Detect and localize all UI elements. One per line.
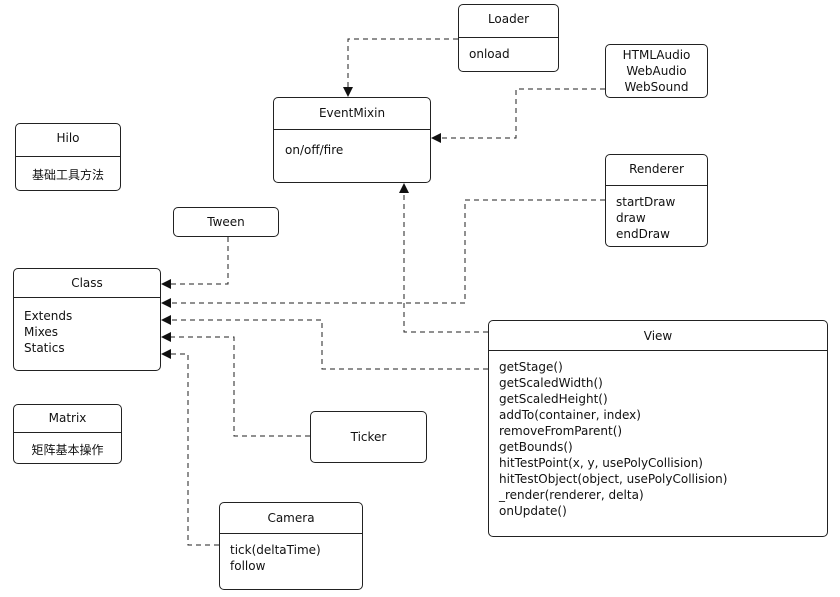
class-node[interactable]: Class Extends Mixes Statics <box>13 268 161 371</box>
renderer-title: Renderer <box>606 155 707 186</box>
matrix-title: Matrix <box>14 405 121 433</box>
edge-loader-eventmixin <box>343 38 458 97</box>
camera-member: tick(deltaTime) <box>230 543 321 557</box>
edge-htmlaudio-eventmixin <box>431 88 605 143</box>
view-member: onUpdate() <box>499 504 567 518</box>
ticker-node[interactable]: Ticker <box>310 411 427 463</box>
class-title: Class <box>14 269 160 298</box>
renderer-member: startDraw <box>616 195 676 209</box>
edge-renderer-class <box>161 199 605 308</box>
audio-member: WebAudio <box>626 64 687 78</box>
edge-tween-class <box>161 237 229 289</box>
camera-member: follow <box>230 559 266 573</box>
hilo-member: 基础工具方法 <box>31 168 104 182</box>
view-title: View <box>489 321 827 351</box>
loader-node[interactable]: Loader onload <box>458 4 559 72</box>
view-members: getStage() getScaledWidth() getScaledHei… <box>489 351 827 519</box>
edge-view-eventmixin <box>399 183 488 333</box>
tween-title: Tween <box>207 215 245 229</box>
hilo-members: 基础工具方法 <box>16 157 120 183</box>
renderer-member: draw <box>616 211 646 225</box>
loader-member: onload <box>469 47 510 61</box>
class-member: Statics <box>24 341 65 355</box>
hilo-node[interactable]: Hilo 基础工具方法 <box>15 123 121 191</box>
view-member: _render(renderer, delta) <box>499 488 644 502</box>
renderer-node[interactable]: Renderer startDraw draw endDraw <box>605 154 708 247</box>
view-member: removeFromParent() <box>499 424 623 438</box>
view-member: hitTestPoint(x, y, usePolyCollision) <box>499 456 703 470</box>
matrix-node[interactable]: Matrix 矩阵基本操作 <box>13 404 122 464</box>
edge-ticker-class <box>161 332 310 437</box>
loader-title: Loader <box>459 5 558 38</box>
ticker-title: Ticker <box>350 430 387 444</box>
hilo-title: Hilo <box>16 124 120 157</box>
renderer-member: endDraw <box>616 227 670 241</box>
camera-members: tick(deltaTime) follow <box>220 534 362 574</box>
audio-member: HTMLAudio <box>622 48 691 62</box>
edge-view-class <box>161 315 488 370</box>
class-members: Extends Mixes Statics <box>14 298 160 356</box>
view-node[interactable]: View getStage() getScaledWidth() getScal… <box>488 320 828 537</box>
eventmixin-title: EventMixin <box>274 98 430 130</box>
camera-node[interactable]: Camera tick(deltaTime) follow <box>219 502 363 590</box>
view-member: getScaledHeight() <box>499 392 608 406</box>
audio-member: WebSound <box>624 80 689 94</box>
class-member: Mixes <box>24 325 59 339</box>
eventmixin-node[interactable]: EventMixin on/off/fire <box>273 97 431 183</box>
view-member: getScaledWidth() <box>499 376 603 390</box>
view-member: addTo(container, index) <box>499 408 641 422</box>
tween-node[interactable]: Tween <box>173 207 279 237</box>
audio-members: HTMLAudio WebAudio WebSound <box>606 45 707 95</box>
eventmixin-members: on/off/fire <box>274 130 430 158</box>
class-member: Extends <box>24 309 73 323</box>
view-member: getStage() <box>499 360 563 374</box>
loader-members: onload <box>459 38 558 62</box>
edge-camera-class <box>161 349 219 546</box>
view-member: getBounds() <box>499 440 573 454</box>
view-member: hitTestObject(object, usePolyCollision) <box>499 472 728 486</box>
matrix-member: 矩阵基本操作 <box>31 443 104 457</box>
audio-node[interactable]: HTMLAudio WebAudio WebSound <box>605 44 708 98</box>
matrix-members: 矩阵基本操作 <box>14 433 121 458</box>
camera-title: Camera <box>220 503 362 534</box>
renderer-members: startDraw draw endDraw <box>606 186 707 242</box>
eventmixin-member: on/off/fire <box>285 143 344 157</box>
